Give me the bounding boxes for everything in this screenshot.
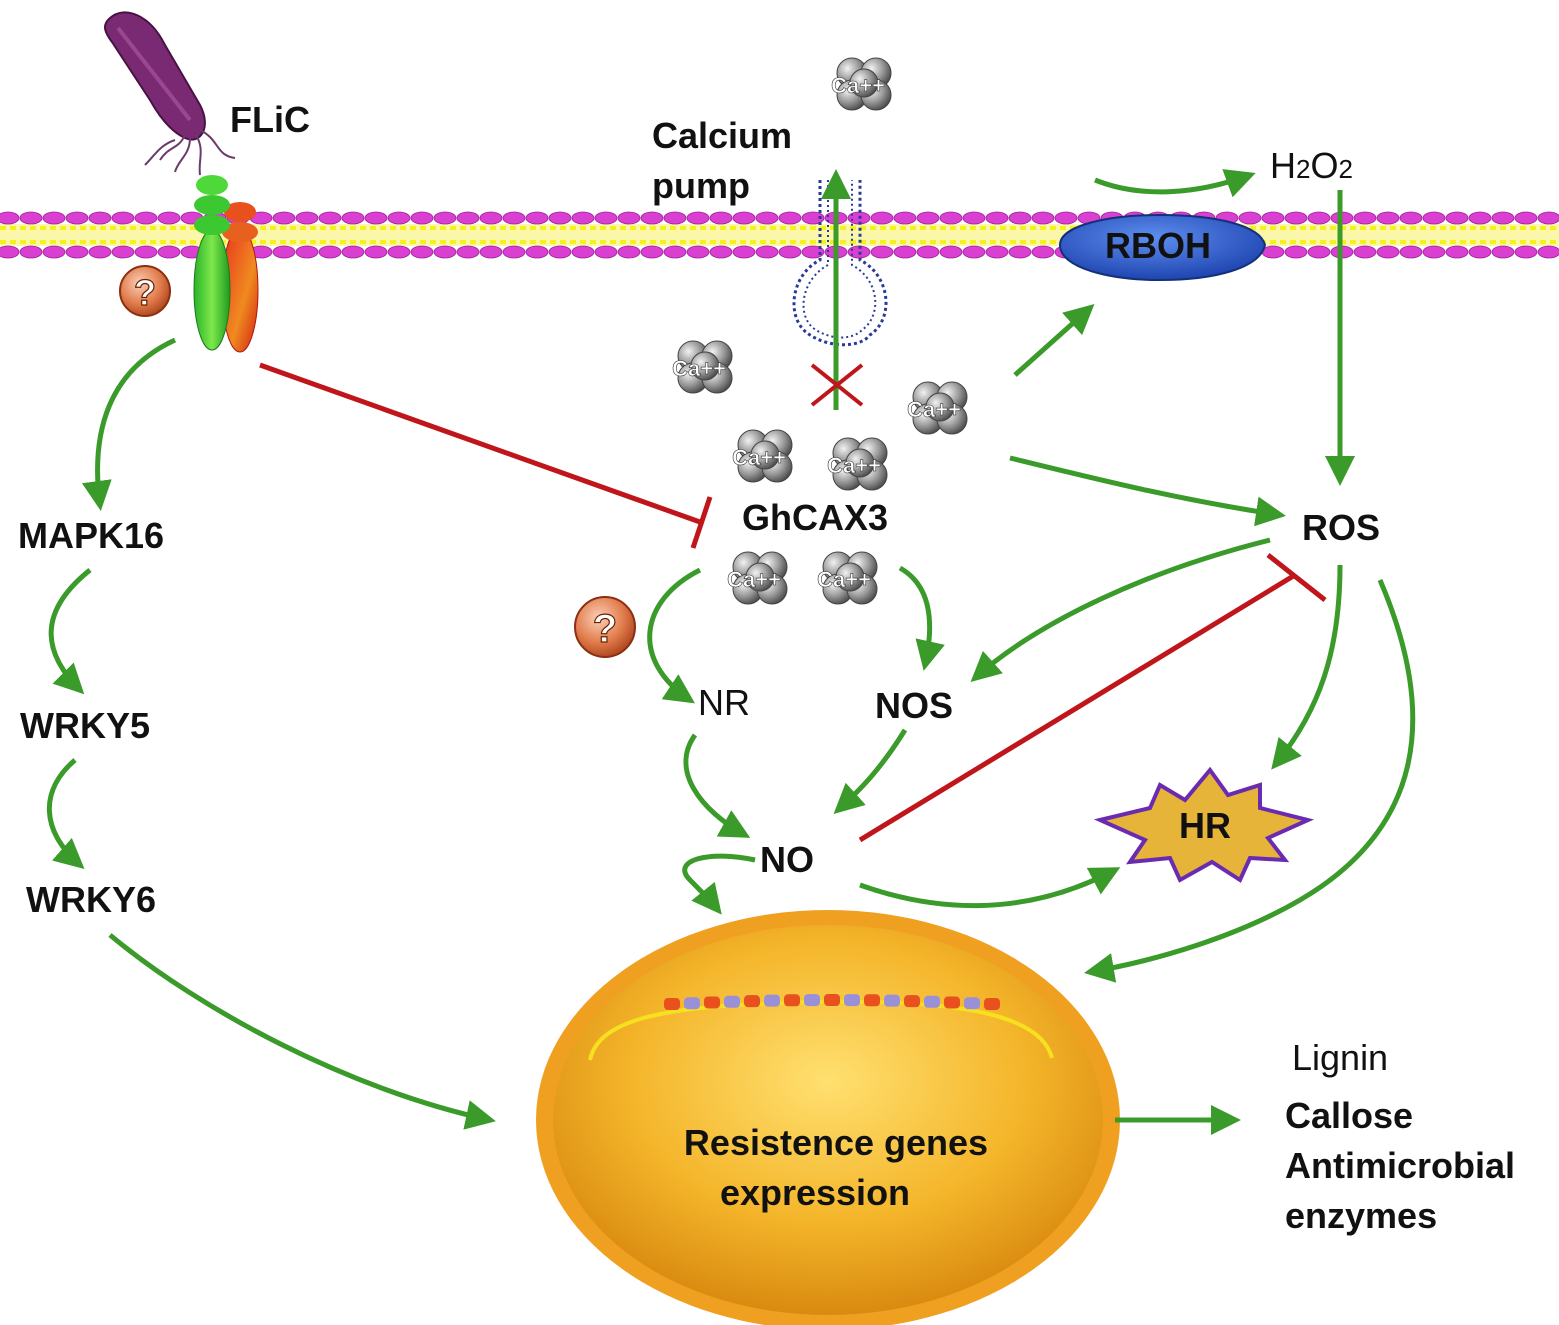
receptor-complex-icon <box>193 175 259 353</box>
ghcax3-label: GhCAX3 <box>742 497 888 538</box>
lignin-label: Lignin <box>1292 1037 1388 1078</box>
hr-burst-icon: HR <box>1093 766 1315 883</box>
callose-label: Callose <box>1285 1095 1413 1136</box>
blocked-x-icon <box>810 363 864 407</box>
svg-text:Ca++: Ca++ <box>907 397 961 422</box>
svg-text:Ca++: Ca++ <box>732 445 786 470</box>
calcium-pump-channel-icon <box>792 180 888 347</box>
arrow-wrky6-to-nucleus <box>108 933 496 1130</box>
arrow-ros-to-nos <box>970 537 1271 682</box>
arrow-ros-to-hr <box>1271 564 1343 770</box>
inhibition-bar-ros <box>1266 553 1327 602</box>
inhibition-bar-ghcax3 <box>690 496 713 549</box>
ros-label: ROS <box>1302 507 1380 548</box>
calcium-ion-icon: Ca++ <box>732 429 793 483</box>
arrow-no-self-to-nucleus <box>682 853 756 915</box>
svg-text:?: ? <box>593 607 617 651</box>
flic-label: FLiC <box>230 99 310 140</box>
chromosome-dna-icon <box>664 994 1000 1010</box>
no-label: NO <box>760 839 814 880</box>
calcium-ion-icon: Ca++ <box>672 340 733 394</box>
arrow-calcium-to-rboh <box>1013 304 1095 377</box>
enzymes-label: enzymes <box>1285 1195 1437 1236</box>
arrow-ghcax3-to-nos <box>898 565 945 671</box>
calcium-ion-icon: Ca++ <box>827 437 888 491</box>
arrow-calcium-to-ros <box>1009 455 1286 527</box>
arrow-mapk16-to-wrky5 <box>48 568 92 695</box>
rboh-label: RBOH <box>1105 225 1211 266</box>
h2o2-label: H2O2 <box>1270 145 1353 186</box>
activation-arrows <box>46 169 1416 1135</box>
calcium-ion-icon: Ca++ <box>817 551 878 605</box>
arrow-ghcax3-to-nr <box>647 567 702 704</box>
nos-label: NOS <box>875 685 953 726</box>
svg-text:?: ? <box>134 272 156 313</box>
antimicrobial-label: Antimicrobial <box>1285 1145 1515 1186</box>
rboh-enzyme: RBOH <box>1058 213 1267 282</box>
arrow-no-to-hr <box>859 867 1121 909</box>
wrky6-label: WRKY6 <box>26 879 156 920</box>
bacterium-icon <box>104 11 236 176</box>
calcium-ion-icon: Ca++ <box>831 57 892 111</box>
arrow-wrky5-to-wrky6 <box>46 758 85 869</box>
nucleus-label-line2: expression <box>720 1172 910 1213</box>
svg-text:Ca++: Ca++ <box>727 567 781 592</box>
arrow-nos-to-no <box>833 728 908 815</box>
svg-text:Ca++: Ca++ <box>817 567 871 592</box>
calcium-pump-label-line2: pump <box>652 165 750 206</box>
calcium-pump-label: Calcium <box>652 115 792 156</box>
svg-text:Ca++: Ca++ <box>831 73 885 98</box>
hr-label: HR <box>1179 805 1231 846</box>
arrow-nr-to-no <box>683 733 751 838</box>
nucleus-label-line1: Resistence genes <box>684 1122 988 1163</box>
calcium-ion-icon: Ca++ <box>907 381 968 435</box>
arrow-ros-to-nucleus <box>1084 579 1416 983</box>
svg-text:Ca++: Ca++ <box>827 453 881 478</box>
unknown-mechanism-icon: ? <box>119 265 171 317</box>
inhibition-lines <box>259 362 1327 843</box>
nucleus <box>536 910 1120 1325</box>
arrow-to-h2o2 <box>1094 169 1256 198</box>
svg-text:Ca++: Ca++ <box>672 356 726 381</box>
inhibition-no-to-ros <box>858 572 1297 843</box>
unknown-mechanism-icon: ? <box>574 596 636 658</box>
nr-label: NR <box>698 682 750 723</box>
mapk16-label: MAPK16 <box>18 515 164 556</box>
calcium-ion-icon: Ca++ <box>727 551 788 605</box>
arrow-receptor-to-mapk16 <box>81 337 177 511</box>
wrky5-label: WRKY5 <box>20 705 150 746</box>
inhibition-receptor-to-ghcax3 <box>259 362 701 525</box>
